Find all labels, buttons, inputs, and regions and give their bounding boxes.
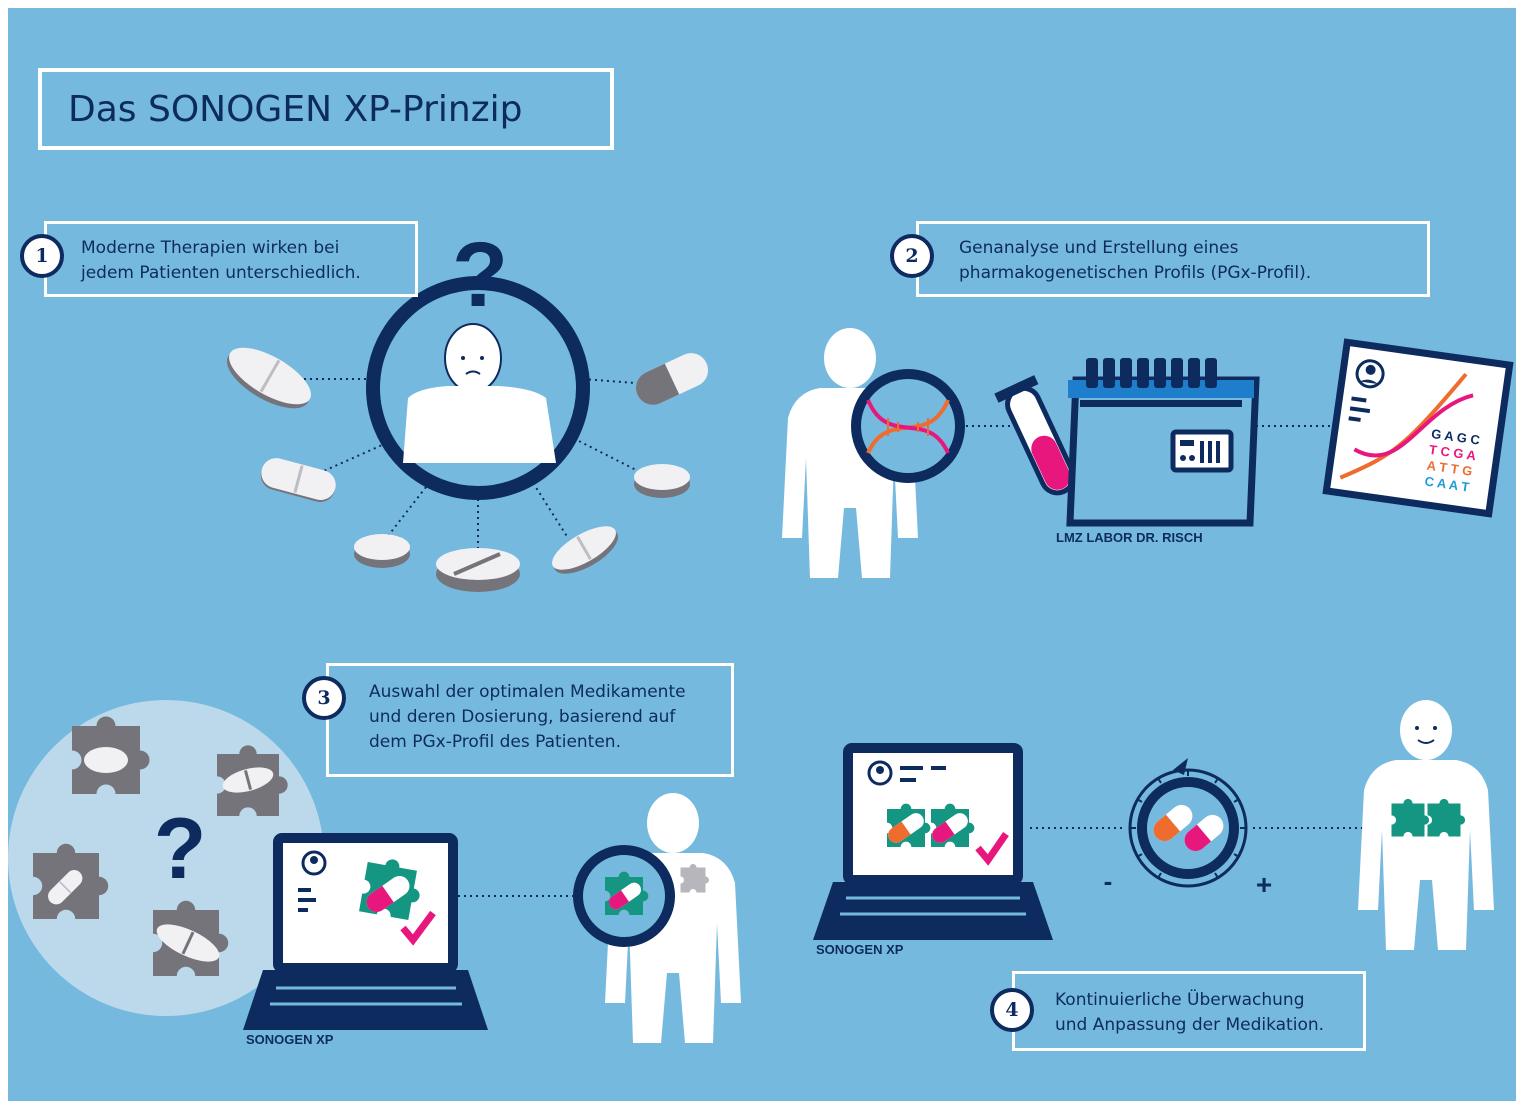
laptop-icon — [243, 833, 488, 1030]
illustration-canvas: ? — [8, 224, 1514, 1043]
plus-label: + — [1256, 869, 1272, 900]
test-tube-icon — [994, 375, 1076, 496]
question-mark-icon: ? — [452, 224, 508, 326]
laptop-icon — [813, 743, 1053, 940]
pill-icon — [635, 353, 709, 405]
lab-label: LMZ LABOR DR. RISCH — [1056, 530, 1203, 545]
pill-icon — [634, 464, 690, 498]
magnifier-icon — [573, 845, 675, 947]
step-2-box: Genanalyse und Erstellung eines pharmako… — [916, 221, 1430, 297]
pill-icon — [552, 526, 619, 574]
svg-text:C A A T: C A A T — [1424, 474, 1471, 495]
svg-text:G A G C: G A G C — [1430, 426, 1481, 448]
pill-icon — [354, 534, 410, 568]
step1-illustration: ? — [226, 224, 709, 592]
profile-document-icon: G A G C T C G A A T T G C A A T — [1322, 338, 1514, 518]
lab-machine-icon — [1066, 358, 1260, 527]
infographic: ? — [8, 8, 1516, 1101]
step2-illustration: G A G C T C G A A T T G C A A T — [782, 328, 1514, 578]
patient-icon — [1358, 700, 1494, 950]
step-3-box: Auswahl der optimalen Medikamente und de… — [326, 663, 734, 777]
pill-icon — [43, 747, 274, 962]
pill-icon — [226, 347, 311, 409]
patient-face — [1415, 726, 1437, 744]
title-box: Das SONOGEN XP-Prinzip — [38, 68, 614, 150]
magnifier-icon — [851, 369, 965, 483]
step-1-number: 1 — [20, 234, 64, 278]
step-1-box: Moderne Therapien wirken bei jedem Patie… — [44, 221, 418, 297]
software-label-left: SONOGEN XP — [246, 1032, 334, 1047]
step-4-number: 4 — [990, 988, 1034, 1032]
step-3-number: 3 — [302, 676, 346, 720]
svg-text:T C G A: T C G A — [1428, 442, 1477, 464]
step4-illustration: - + — [813, 700, 1494, 950]
step-4-text-line-1: Kontinuierliche Überwachung — [1055, 990, 1305, 1010]
step-4-box: Kontinuierliche Überwachung und Anpassun… — [1012, 971, 1366, 1051]
dose-dial-icon: - + — [1104, 758, 1272, 900]
page-title: Das SONOGEN XP-Prinzip — [68, 88, 523, 130]
step-1-text-line-2: jedem Patienten unterschiedlich. — [81, 263, 361, 283]
minus-label: - — [1104, 866, 1113, 896]
step-2-text-line-1: Genanalyse und Erstellung eines — [959, 238, 1239, 258]
puzzle-icon — [680, 864, 709, 893]
puzzle-icon — [1391, 798, 1466, 837]
dna-icon — [866, 399, 950, 454]
svg-text:A T T G: A T T G — [1426, 458, 1473, 479]
pill-icon — [436, 548, 520, 592]
step-4-text-line-2: und Anpassung der Medikation. — [1055, 1015, 1325, 1035]
checkmark-icon — [400, 910, 436, 946]
step-3-text-line-3: dem PGx-Profil des Patienten. — [369, 732, 621, 752]
step-3-text-line-1: Auswahl der optimalen Medikamente — [369, 682, 686, 702]
software-label-right: SONOGEN XP — [816, 942, 904, 957]
pill-icon — [255, 453, 341, 507]
step-1-text-line-1: Moderne Therapien wirken bei — [81, 238, 340, 258]
checkmark-icon — [975, 832, 1009, 866]
patient-icon — [403, 323, 556, 463]
question-mark-icon: ? — [154, 801, 207, 897]
step3-illustration: ? — [8, 700, 741, 1043]
step-2-text-line-2: pharmakogenetischen Profils (PGx-Profil)… — [959, 263, 1312, 283]
step-3-text-line-2: und deren Dosierung, basierend auf — [369, 707, 676, 727]
dna-sequence: G A G C T C G A A T T G C A A T — [1424, 426, 1482, 495]
step-2-number: 2 — [890, 234, 934, 278]
